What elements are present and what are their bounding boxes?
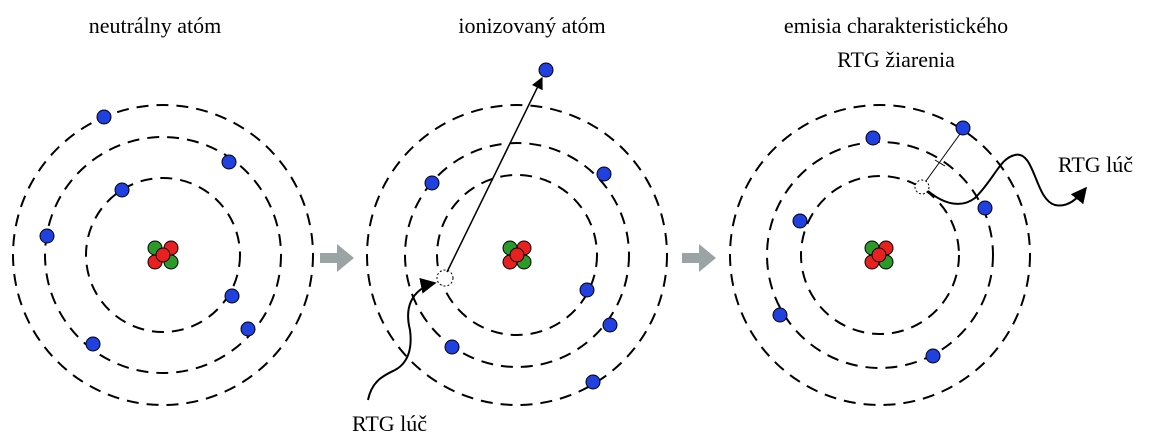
electron [39, 228, 55, 244]
electron [538, 62, 554, 78]
vacancy [436, 269, 454, 287]
panel-3-emission [729, 104, 1087, 406]
ejected-electron-path [446, 76, 543, 273]
incoming-ray [367, 277, 437, 401]
electron [865, 130, 881, 146]
orbit-middle [44, 136, 282, 374]
orbit-outer [12, 104, 314, 406]
electron [596, 166, 612, 182]
orbit-inner [800, 175, 960, 335]
transition-arrow-1 [320, 244, 354, 272]
orbit-inner [436, 174, 598, 336]
panel-2-title: ionizovaný atóm [458, 13, 606, 38]
electron [240, 321, 256, 337]
electron [85, 336, 101, 352]
electron [585, 374, 601, 390]
electron [579, 282, 595, 298]
orbit-inner [85, 177, 241, 333]
electron [114, 182, 130, 198]
nucleus [147, 240, 179, 270]
electron [792, 213, 808, 229]
transition-path [925, 133, 961, 182]
panel-3-title-line-2: RTG žiarenia [837, 47, 955, 72]
electron [925, 348, 941, 364]
nucleus [502, 240, 532, 270]
panel-2-ionized-atom [366, 62, 668, 406]
panel-1-title: neutrálny atóm [88, 13, 222, 38]
electron [955, 120, 971, 136]
incoming-ray-label: RTG lúč [352, 411, 428, 436]
orbit-outer [366, 104, 668, 406]
transition-arrow-2 [682, 244, 716, 272]
electron [424, 175, 440, 191]
electron [224, 288, 240, 304]
panel-3-title-line-1: emisia charakteristického [783, 13, 1009, 38]
electron [96, 109, 112, 125]
electron [602, 317, 618, 333]
electron [772, 307, 788, 323]
panel-1-neutral-atom [12, 104, 314, 406]
electron [444, 339, 460, 355]
orbit-middle [404, 142, 630, 368]
orbit-middle [766, 141, 994, 369]
nucleus [864, 240, 894, 270]
electron [221, 154, 237, 170]
transition-tick [934, 159, 946, 167]
orbit-outer [729, 104, 1031, 406]
emitted-ray-label: RTG lúč [1058, 152, 1134, 177]
electron [977, 200, 993, 216]
vacancy [914, 179, 930, 195]
emitted-ray [927, 153, 1087, 207]
